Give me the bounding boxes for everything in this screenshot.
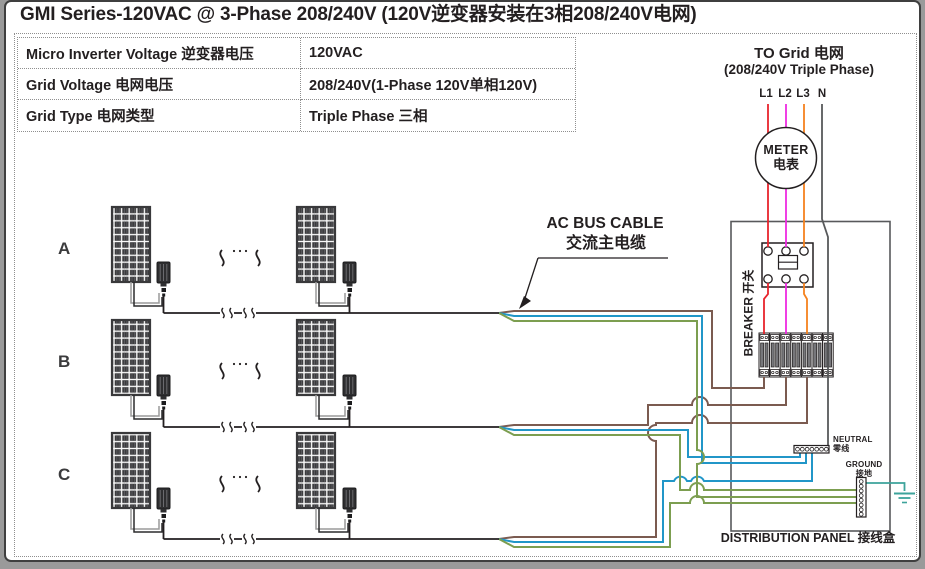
branch-label-a: A [58,239,71,258]
ground-label-zh: 接地 [855,468,873,478]
micro-inverter [156,261,171,297]
ground-bar [855,476,867,518]
solar-panel [295,205,337,284]
page-title: GMI Series-120VAC @ 3-Phase 208/240V (12… [20,4,697,25]
meter-label-en: METER [763,143,809,157]
phase-label-n: N [817,88,827,100]
spec-table: Micro Inverter Voltage 逆变器电压 120VAC Grid… [17,37,576,132]
spec-value-grid-voltage: 208/240V(1-Phase 120V单相120V) [301,69,575,100]
phase-label-l1: L1 [759,88,773,100]
ac-bus-callout-arrow [519,257,668,309]
to-grid-title: TO Grid 电网 [754,45,844,62]
micro-inverter [156,487,171,523]
ac-bus-line [162,522,499,540]
diagram-border [14,33,917,557]
array-continuation-marks [219,475,261,493]
ground-label-en: GROUND [845,460,883,469]
neutral-label-en: NEUTRAL [833,435,873,444]
micro-inverter [342,487,357,523]
pv-branch-c [110,431,499,545]
distribution-panel-label: DISTRIBUTION PANEL 接线盒 [720,531,896,545]
array-continuation-marks [219,249,261,267]
earth-connection [866,482,915,504]
solar-panel [110,318,152,397]
earth-ground-icon [894,492,915,504]
spec-value-inverter-voltage: 120VAC [301,38,575,69]
to-grid-subtitle: (208/240V Triple Phase) [723,62,875,77]
pv-branch-b [110,318,499,433]
ac-bus-line [162,409,499,428]
breaker-label: BREAKER 开关 [741,269,756,357]
ac-bus-cable-label-en: AC BUS CABLE [546,215,664,232]
solar-panel [295,431,337,510]
spec-label-grid-type: Grid Type 电网类型 [18,100,301,131]
ac-ground-wires-green [498,312,856,548]
solar-panel [110,205,152,284]
branch-breakers [758,332,834,378]
ac-bus-cable-label-zh: 交流主电缆 [565,235,647,252]
phase-label-l3: L3 [796,88,810,100]
solar-panel [295,318,337,397]
spec-label-grid-voltage: Grid Voltage 电网电压 [18,69,301,100]
meter-label-zh: 电表 [772,157,800,172]
neutral-wire [821,104,829,446]
spec-value-grid-type: Triple Phase 三相 [309,109,428,125]
phase-label-l2: L2 [778,88,792,100]
meter-circle [754,126,818,190]
main-breaker [761,242,814,288]
micro-inverter [156,374,171,410]
spec-label-inverter-voltage: Micro Inverter Voltage 逆变器电压 [18,38,301,69]
micro-inverter [342,374,357,410]
distribution-panel-box [730,220,891,532]
neutral-label-zh: 零线 [833,444,850,453]
ac-bus-line [162,296,499,314]
pv-branch-a [110,205,499,319]
solar-panel [110,431,152,510]
micro-inverter [342,261,357,297]
neutral-bar [793,444,830,454]
branch-label-b: B [58,352,71,371]
branch-label-c: C [58,465,71,484]
ac-neutral-wires-blue [498,312,813,543]
array-continuation-marks [219,362,261,380]
